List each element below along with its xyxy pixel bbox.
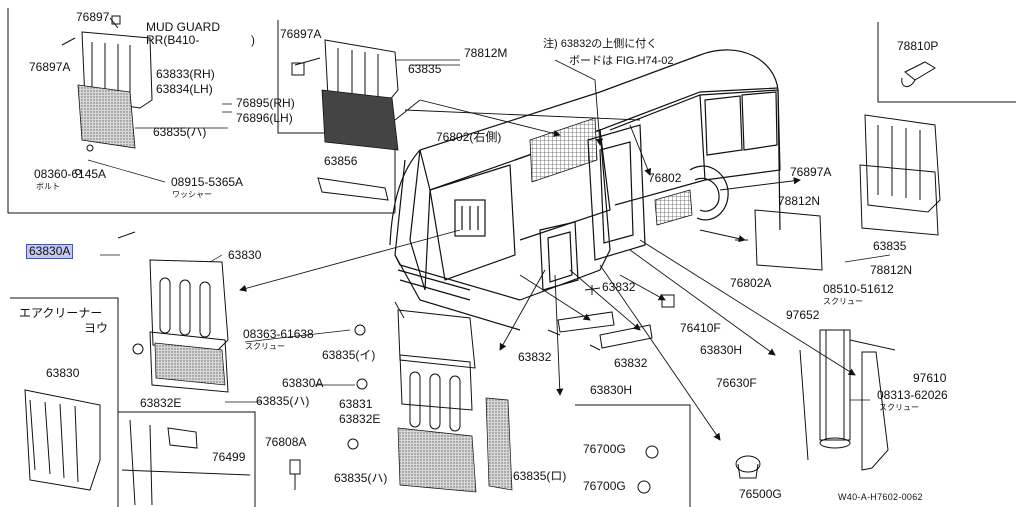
inset-frame-clip <box>877 22 1016 103</box>
part-label[interactable]: 63856 <box>324 154 358 168</box>
part-label[interactable]: 63835(イ) <box>322 348 376 362</box>
air-cleaner-subtitle: ヨウ <box>84 321 109 335</box>
part-label[interactable]: 08360-6145A <box>34 167 107 181</box>
air-duct-assembly <box>799 329 896 471</box>
label-ticks <box>87 59 891 403</box>
part-label[interactable]: 63832E <box>140 396 182 410</box>
inset-frame-air-cleaner <box>10 297 119 507</box>
part-label[interactable]: 63835(ハ) <box>153 125 207 139</box>
bracket-76499 <box>121 419 251 506</box>
part-label[interactable]: 63830A <box>282 376 324 390</box>
part-label[interactable]: 76410F <box>680 321 721 335</box>
air-cleaner-guard <box>24 389 101 491</box>
part-label[interactable]: 76700G <box>583 442 626 456</box>
part-label[interactable]: 78812M <box>464 46 508 60</box>
part-label[interactable]: 08363-61638 <box>243 327 314 341</box>
part-label[interactable]: 78812N <box>778 194 821 208</box>
sublabel-bolt: ボルト <box>36 182 60 191</box>
note-line-1: 注) 63832の上側に付く <box>543 38 658 50</box>
inset-frame-mud-guard <box>7 8 395 214</box>
part-label[interactable]: 97652 <box>786 308 820 322</box>
sublabel-screw: スクリュー <box>823 297 863 306</box>
part-label[interactable]: 76895(RH) <box>236 96 295 110</box>
part-label[interactable]: 76896(LH) <box>236 111 293 125</box>
part-label[interactable]: 63831 <box>339 397 373 411</box>
note-line-2: ボードは FIG.H74-02 <box>569 55 674 67</box>
part-label[interactable]: 63832 <box>614 356 648 370</box>
part-label[interactable]: 63830 <box>46 366 80 380</box>
part-label[interactable]: 63832 <box>602 280 636 294</box>
part-label[interactable]: 63835(ハ) <box>256 394 310 408</box>
part-label[interactable]: 76700G <box>583 479 626 493</box>
mud-guard-inset-detail <box>291 39 399 151</box>
sublabel-washer: ワッシャー <box>172 190 212 199</box>
panel-63830 <box>117 231 229 393</box>
part-label[interactable]: 63834(LH) <box>156 82 213 96</box>
part-label[interactable]: 08915-5365A <box>171 175 244 189</box>
part-label[interactable]: 63832 <box>518 350 552 364</box>
sublabel-screw: スクリュー <box>879 403 919 412</box>
grommet-76500G <box>735 455 761 479</box>
panel-center-lower <box>347 301 513 493</box>
part-label[interactable]: 63830H <box>590 383 633 397</box>
part-label[interactable]: 76802 <box>648 171 682 185</box>
part-label[interactable]: 78810P <box>897 39 939 53</box>
clip-78810P <box>901 61 936 87</box>
part-label[interactable]: 78812N <box>870 263 913 277</box>
part-label[interactable]: 76499 <box>212 450 246 464</box>
part-label[interactable]: 76897A <box>29 60 71 74</box>
bus-body <box>389 49 781 331</box>
inset-frame-grommet <box>575 404 691 507</box>
part-label[interactable]: 63835(ロ) <box>513 469 567 483</box>
part-label[interactable]: 63830H <box>700 343 743 357</box>
part-label[interactable]: 76500G <box>739 487 782 501</box>
part-label[interactable]: 63835 <box>873 239 907 253</box>
grommet-76700G-b <box>637 480 651 494</box>
part-label[interactable]: 63830 <box>228 248 262 262</box>
part-label[interactable]: 76897A <box>280 27 322 41</box>
part-label[interactable]: 63833(RH) <box>156 67 215 81</box>
leader-lines <box>239 59 856 441</box>
bolt-76808A <box>289 459 301 490</box>
part-label[interactable]: 63835(ハ) <box>334 471 388 485</box>
mud-guard-subtitle: RR(B410- <box>146 33 200 47</box>
part-label[interactable]: 97610 <box>913 371 947 385</box>
clip-76410F <box>661 294 675 308</box>
part-label[interactable]: 76897A <box>790 165 832 179</box>
panel-right-side <box>735 114 941 271</box>
part-label[interactable]: 76808A <box>265 435 307 449</box>
grommet-76700G-a <box>645 445 659 459</box>
part-label[interactable]: 63832E <box>339 412 381 426</box>
mud-guard-subtitle-bracket: ) <box>251 33 255 47</box>
part-label[interactable]: 76802(右側) <box>436 130 502 144</box>
part-label[interactable]: 08510-51612 <box>823 282 894 296</box>
part-label[interactable]: 76897 <box>76 10 110 24</box>
sublabel-screw: スクリュー <box>245 342 285 351</box>
part-label[interactable]: 76630F <box>716 376 757 390</box>
part-label[interactable]: 63835 <box>408 62 442 76</box>
mud-guard-assembly-top <box>61 15 153 175</box>
part-label-selected[interactable]: 63830A <box>26 244 74 259</box>
part-label[interactable]: 08313-62026 <box>877 388 948 402</box>
mud-guard-title: MUD GUARD <box>146 20 220 34</box>
part-label[interactable]: 76802A <box>730 276 772 290</box>
bracket-63856 <box>317 177 389 201</box>
drawing-code: W40-A-H7602-0062 <box>838 492 923 502</box>
air-cleaner-title: エアクリーナー <box>19 306 103 320</box>
